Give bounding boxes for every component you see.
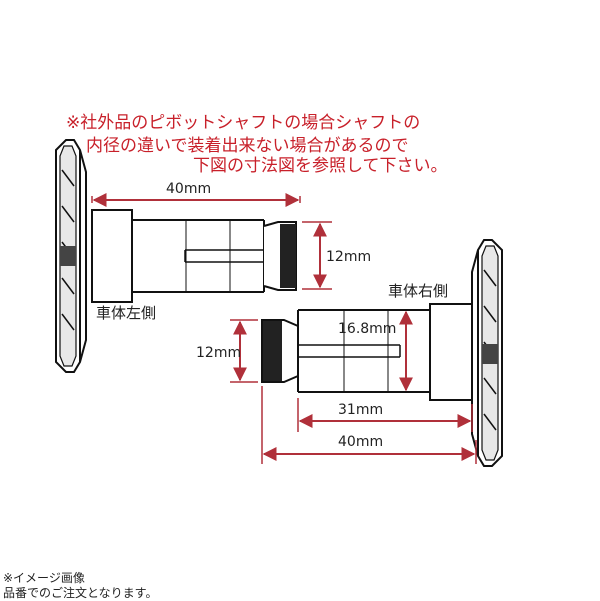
left-shaft-tip [263, 221, 297, 291]
right-tip-diameter-label: 12mm [196, 345, 241, 361]
right-pivot-shaft [261, 239, 503, 467]
right-shaft-length-dimension: 31mm [297, 398, 473, 432]
left-side-label: 車体左側 [96, 304, 156, 322]
warning-note-line-2: 内径の違いで装着出来ない場合があるので [86, 136, 409, 156]
right-length-label: 40mm [338, 434, 383, 450]
warning-note-line-3: 下図の寸法図を参照して下さい。 [193, 156, 448, 176]
right-shaft-length-label: 31mm [338, 402, 383, 418]
right-shaft-tip [261, 319, 299, 383]
right-flange [471, 239, 503, 467]
order-note: 品番でのご注文となります。 [3, 586, 158, 600]
left-shaft-body [132, 219, 265, 293]
left-boss [91, 209, 133, 303]
right-shaft-diameter-dimension: 16.8mm [338, 310, 413, 392]
right-boss [429, 303, 473, 401]
image-note: ※イメージ画像 [3, 571, 85, 585]
right-side-label: 車体右側 [388, 282, 448, 300]
right-shaft-diameter-label: 16.8mm [338, 321, 396, 337]
right-tip-diameter-dimension: 12mm [196, 319, 258, 383]
left-length-label: 40mm [166, 181, 211, 197]
left-flange [55, 139, 87, 373]
left-tip-diameter-label: 12mm [326, 249, 371, 265]
left-tip-diameter-dimension: 12mm [302, 221, 371, 290]
warning-note-line-1: ※社外品のピボットシャフトの場合シャフトの [66, 113, 421, 133]
right-length-dimension: 40mm [261, 386, 477, 464]
left-length-dimension: 40mm [91, 181, 301, 207]
left-pivot-shaft [55, 139, 297, 373]
